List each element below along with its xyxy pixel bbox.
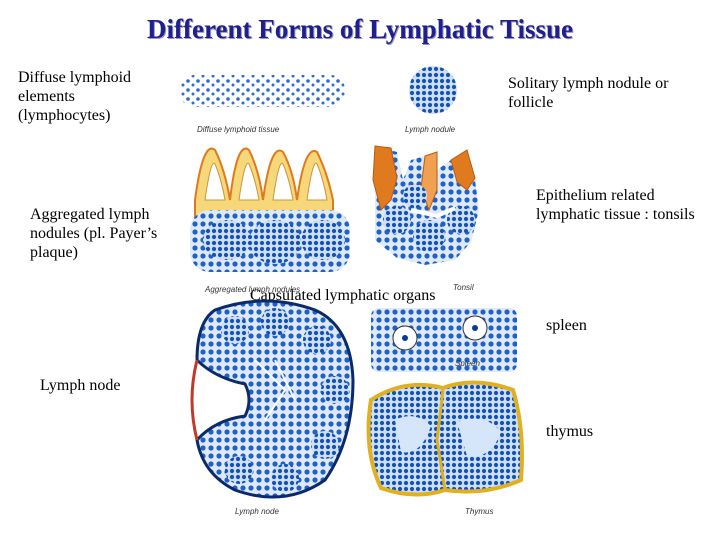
page-title: Different Forms of Lymphatic Tissue: [147, 14, 573, 44]
capsulated-label: Capsulated lymphatic organs: [250, 287, 436, 304]
aggregated-label: Aggregated lymph nodules (pl. Payer’s pl…: [30, 206, 158, 261]
thymus-caption: Thymus: [465, 507, 493, 516]
diffuse-caption: Diffuse lymphoid tissue: [197, 125, 280, 134]
tonsil-caption: Tonsil: [453, 283, 474, 292]
lymph-node-figure: Lymph node: [190, 299, 355, 516]
spleen-label: spleen: [546, 317, 587, 334]
aggregated-caption: Aggregated lymph nodules: [204, 285, 300, 294]
diffuse-label: Diffuse lymphoid elements (lymphocytes): [18, 69, 132, 124]
lymph-node-label: Lymph node: [40, 377, 121, 394]
lymph-nodule-figure: Lymph nodule: [405, 66, 457, 134]
thymus-figure: Thymus: [366, 380, 524, 516]
epithelium-label: Epithelium related lymphatic tissue : to…: [536, 187, 695, 223]
lymph-node-caption: Lymph node: [235, 507, 279, 516]
tonsil-figure: Tonsil: [372, 145, 479, 292]
spleen-caption: Spleen: [455, 359, 480, 368]
diffuse-tissue-figure: Diffuse lymphoid tissue: [180, 75, 345, 134]
spleen-figure: Spleen: [371, 308, 517, 372]
lymphatic-tissue-illustration: Diffuse lymphoid tissue Lymph nodule Agg…: [180, 66, 524, 516]
nodule-caption: Lymph nodule: [405, 125, 456, 134]
solitary-label: Solitary lymph nodule or follicle: [508, 75, 669, 111]
aggregated-nodules-figure: Aggregated lymph nodules: [190, 147, 350, 294]
thymus-label: thymus: [546, 423, 594, 440]
